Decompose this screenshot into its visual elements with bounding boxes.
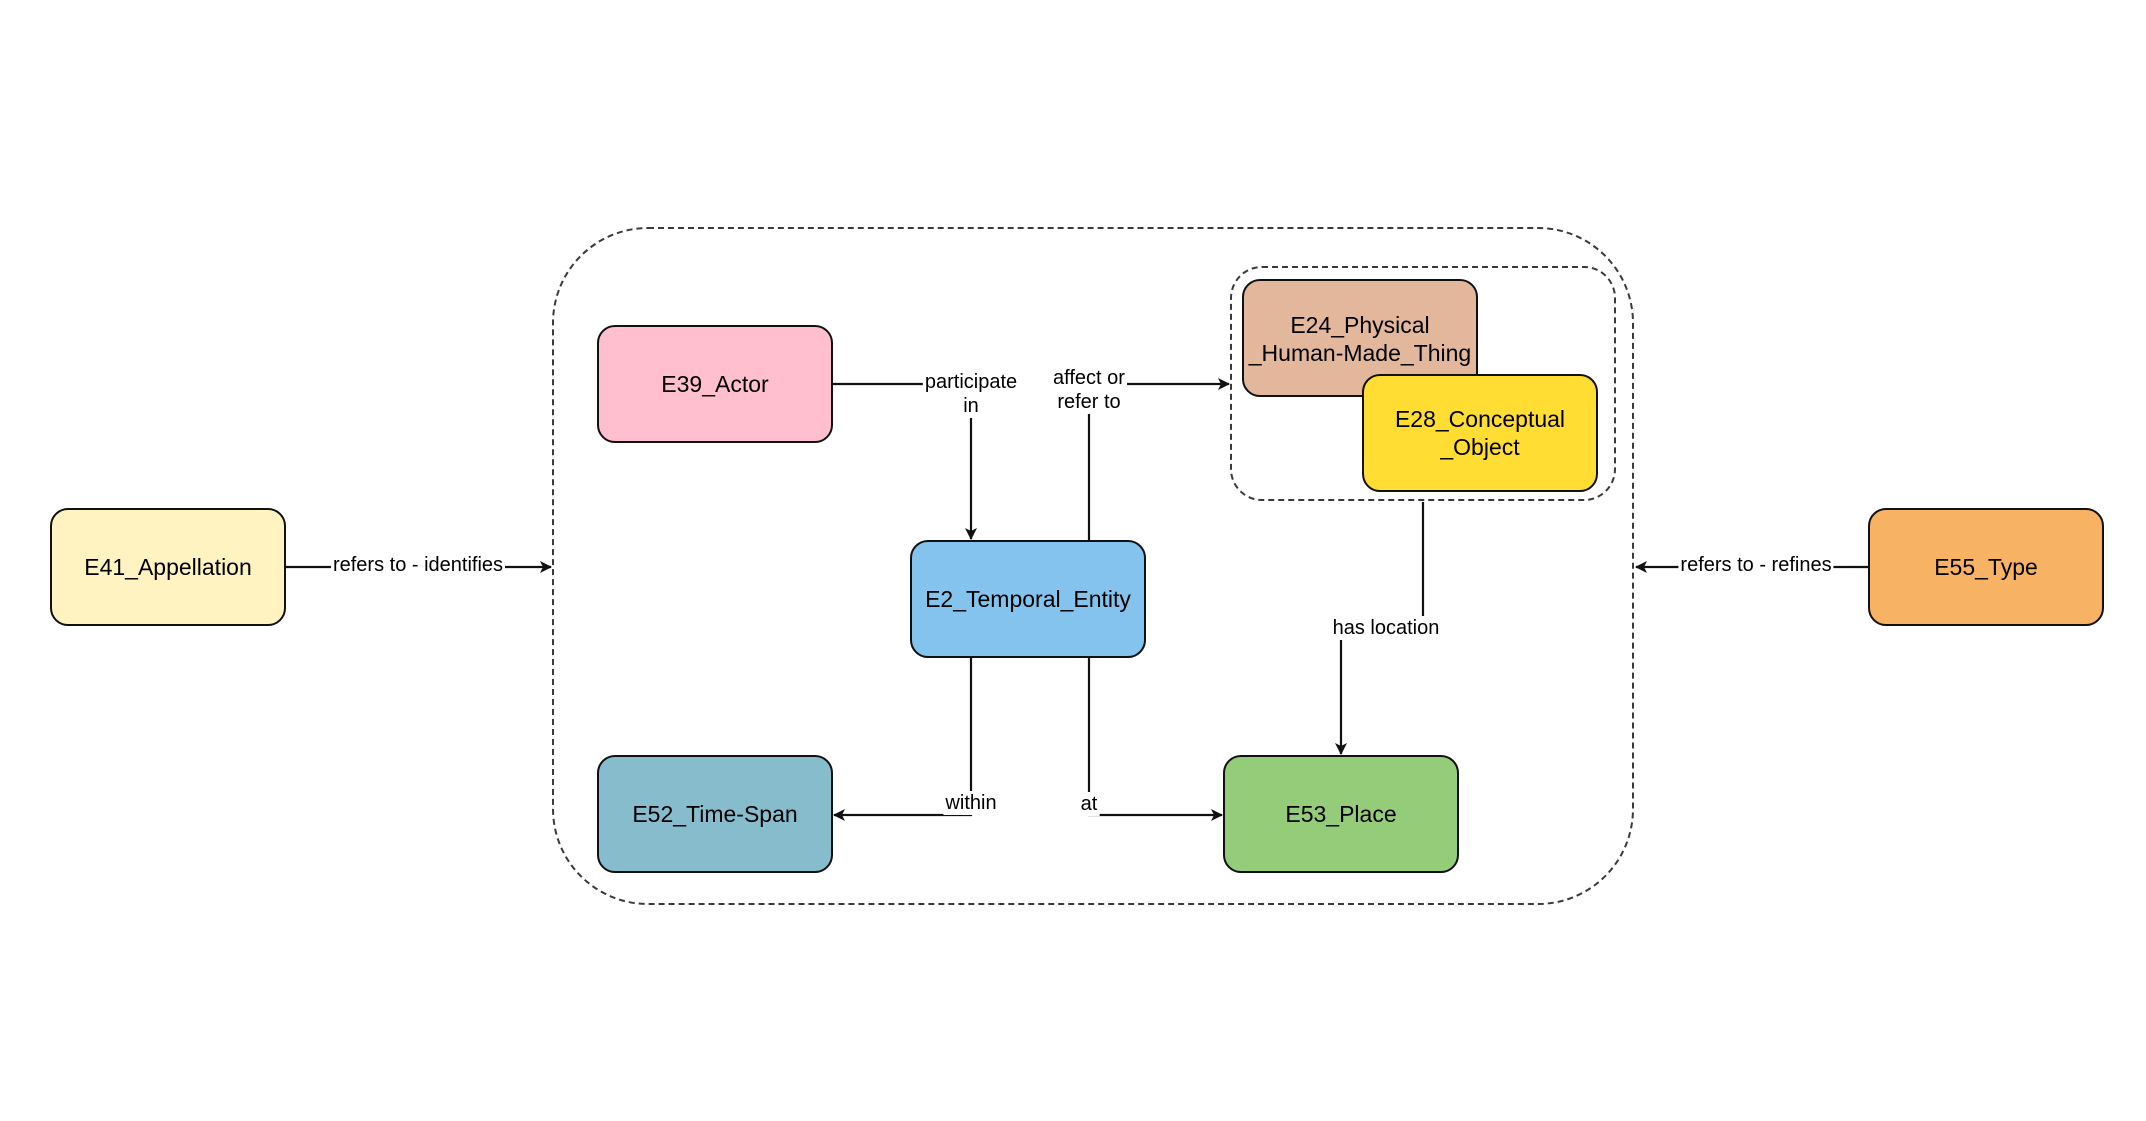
- node-e2-temporal-entity[interactable]: E2_Temporal_Entity: [910, 540, 1146, 658]
- inner-group-boundary: [1230, 266, 1616, 501]
- node-e53-place[interactable]: E53_Place: [1223, 755, 1459, 873]
- label-has-location: has location: [1330, 616, 1442, 640]
- label-refers-to-refines: refers to - refines: [1678, 553, 1834, 577]
- node-e41-appellation[interactable]: E41_Appellation: [50, 508, 286, 626]
- label-at: at: [1078, 792, 1100, 816]
- label-within: within: [943, 791, 999, 815]
- label-refers-to-identifies: refers to - identifies: [330, 553, 506, 577]
- node-e55-type[interactable]: E55_Type: [1868, 508, 2104, 626]
- label-participate-in: participate in: [922, 370, 1020, 418]
- edge-at: [1087, 658, 1223, 821]
- edge-within: [833, 658, 973, 821]
- node-e28-conceptual-object[interactable]: E28_Conceptual _Object: [1362, 374, 1598, 492]
- node-e52-time-span[interactable]: E52_Time-Span: [597, 755, 833, 873]
- node-e39-actor[interactable]: E39_Actor: [597, 325, 833, 443]
- outer-group-boundary: [552, 227, 1634, 905]
- label-affect-or-refer-to: affect or refer to: [1051, 366, 1127, 414]
